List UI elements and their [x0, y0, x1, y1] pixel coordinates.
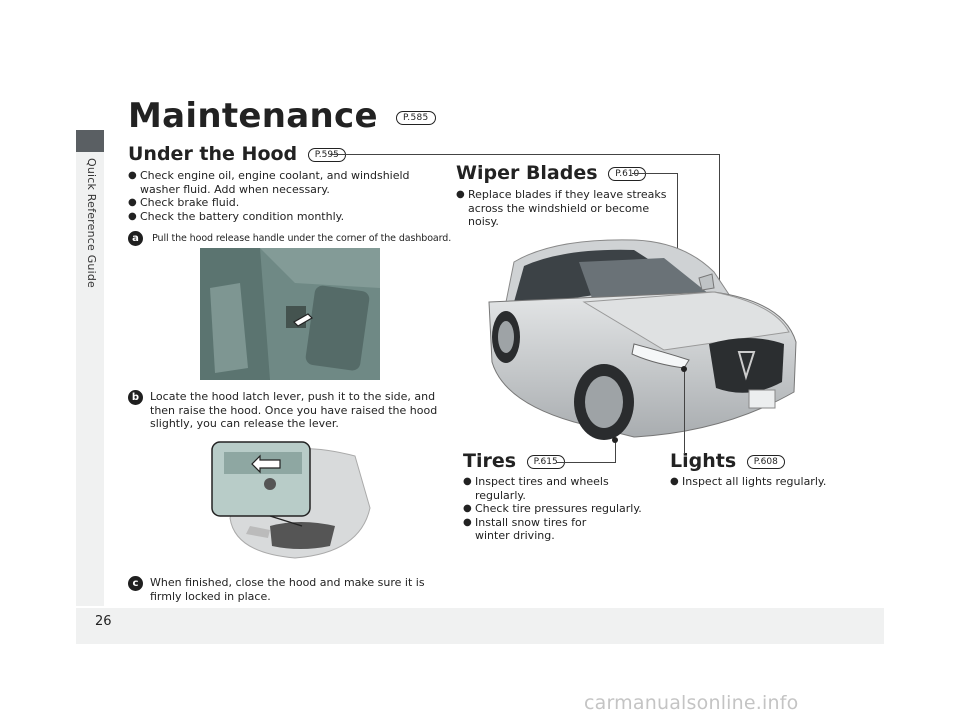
sidebar-label: Quick Reference Guide — [85, 158, 98, 288]
lights-callout-drop — [684, 370, 685, 454]
footer-band — [76, 608, 884, 644]
step-c: c When finished, close the hood and make… — [128, 576, 458, 603]
page-title-ref[interactable]: P.585 — [395, 110, 436, 125]
wiper-callout-drop — [677, 173, 678, 296]
tires-callout-drop — [615, 440, 616, 463]
hood-callout-line — [330, 154, 720, 155]
list-item: Inspect tires and wheels regularly. — [463, 475, 653, 502]
arrow-icon — [293, 313, 313, 327]
tires-heading: Tires P.615 — [463, 450, 663, 472]
hood-release-photo — [200, 248, 380, 380]
lights-heading: Lights P.608 — [670, 450, 870, 472]
step-b: b Locate the hood latch lever, push it t… — [128, 390, 458, 431]
under-hood-bullets: Check engine oil, engine coolant, and wi… — [128, 169, 438, 223]
lights-ref[interactable]: P.608 — [746, 454, 785, 469]
list-item: Check engine oil, engine coolant, and wi… — [128, 169, 438, 196]
lights-bullets: Inspect all lights regularly. — [670, 475, 870, 489]
tires-section: Tires P.615 Inspect tires and wheels reg… — [463, 450, 663, 543]
watermark: carmanualsonline.info — [584, 692, 799, 714]
list-item: Install snow tires for winter driving. — [463, 516, 615, 543]
lights-heading-text: Lights — [670, 450, 737, 472]
sidebar-tab-marker — [76, 130, 104, 152]
step-c-text: When finished, close the hood and make s… — [150, 576, 425, 603]
under-hood-section: Under the Hood P.595 Check engine oil, e… — [128, 143, 458, 223]
car-photo — [488, 239, 797, 440]
sidebar-band — [76, 130, 104, 606]
wiper-callout-line — [632, 173, 678, 174]
lights-callout-dot — [681, 366, 687, 372]
list-item: Check tire pressures regularly. — [463, 502, 653, 516]
list-item: Check the battery condition monthly. — [128, 210, 438, 224]
step-marker-c: c — [128, 576, 143, 591]
tires-heading-text: Tires — [463, 450, 517, 472]
step-marker-b: b — [128, 390, 143, 405]
step-b-text: Locate the hood latch lever, push it to … — [150, 390, 438, 430]
hood-callout-drop — [719, 154, 720, 310]
wiper-heading-text: Wiper Blades — [456, 162, 598, 184]
page-number: 26 — [95, 614, 112, 629]
tires-callout-line — [556, 462, 616, 463]
tires-callout-dot — [612, 437, 618, 443]
tires-bullets: Inspect tires and wheels regularly. Chec… — [463, 475, 653, 543]
wiper-bullets: Replace blades if they leave streaks acr… — [456, 188, 676, 229]
list-item: Check brake fluid. — [128, 196, 438, 210]
list-item: Inspect all lights regularly. — [670, 475, 870, 489]
step-a-text: Pull the hood release handle under the c… — [152, 233, 452, 244]
list-item: Replace blades if they leave streaks acr… — [456, 188, 676, 229]
tires-ref[interactable]: P.615 — [526, 454, 565, 469]
wiper-section: Wiper Blades P.610 Replace blades if the… — [456, 162, 686, 229]
under-hood-heading: Under the Hood P.595 — [128, 143, 458, 165]
lights-section: Lights P.608 Inspect all lights regularl… — [670, 450, 870, 489]
hood-latch-photo — [210, 438, 380, 566]
page-title-text: Maintenance — [128, 96, 378, 136]
page-title: Maintenance P.585 — [128, 96, 436, 136]
under-hood-heading-text: Under the Hood — [128, 143, 298, 165]
step-marker-a: a — [128, 231, 143, 246]
arrow-left-icon — [251, 454, 281, 474]
step-a: a Pull the hood release handle under the… — [128, 226, 458, 246]
